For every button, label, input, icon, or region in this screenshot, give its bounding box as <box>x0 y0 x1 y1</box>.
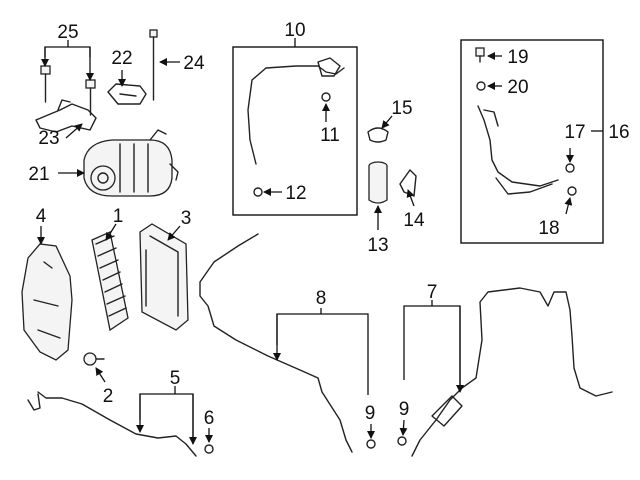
receiver-drier-13 <box>368 161 388 204</box>
callout-16: 16 <box>608 122 629 143</box>
hose-10-fitting <box>317 57 341 77</box>
callout-18: 18 <box>538 218 559 239</box>
bracket-22 <box>107 83 147 105</box>
shroud-4-detail <box>33 261 61 339</box>
callout-12: 12 <box>285 183 306 204</box>
washer-20 <box>476 81 486 91</box>
callout-6: 6 <box>204 408 215 429</box>
hose-16-lower <box>495 177 553 195</box>
ac-line-5-end <box>27 393 41 411</box>
callout-1: 1 <box>113 206 124 227</box>
callout-9-left: 9 <box>365 403 376 424</box>
bolt-19 <box>475 47 485 63</box>
callout-10: 10 <box>284 20 305 41</box>
cap-15 <box>367 127 389 143</box>
o-ring-6 <box>204 444 214 454</box>
o-ring-9-left <box>366 439 376 449</box>
ac-line-7 <box>411 287 613 457</box>
bolt-25-left <box>40 65 51 103</box>
o-ring-9-right <box>397 436 407 446</box>
callout-22: 22 <box>111 48 132 69</box>
callout-11: 11 <box>320 125 340 146</box>
radiator-3 <box>139 223 189 331</box>
callout-9-right: 9 <box>399 399 410 420</box>
condenser-1 <box>91 231 129 332</box>
callout-13: 13 <box>367 235 388 256</box>
callout-14: 14 <box>403 210 425 231</box>
hose-16 <box>477 105 559 187</box>
o-ring-12 <box>253 187 263 197</box>
callout-24: 24 <box>183 53 205 74</box>
o-ring-18 <box>567 186 577 196</box>
group-box-hose-16 <box>460 39 604 244</box>
bolt-24 <box>149 29 158 101</box>
callout-5: 5 <box>170 368 181 389</box>
callout-4: 4 <box>36 206 47 227</box>
hose-10 <box>247 65 345 165</box>
o-ring-17 <box>565 163 575 173</box>
callout-3: 3 <box>181 208 192 229</box>
ac-line-7-muffler <box>431 395 463 427</box>
ac-line-8 <box>199 233 353 453</box>
ac-line-5 <box>37 391 197 457</box>
callout-2: 2 <box>103 386 114 407</box>
o-ring-11 <box>321 92 331 102</box>
bolt-2 <box>83 352 105 366</box>
callout-19: 19 <box>507 47 528 68</box>
callout-17: 17 <box>564 122 585 143</box>
callout-7: 7 <box>427 282 438 303</box>
shroud-4 <box>21 243 73 361</box>
callout-15: 15 <box>391 98 412 119</box>
leader-lines <box>37 38 603 445</box>
bracket-14 <box>399 169 417 197</box>
callout-20: 20 <box>507 77 528 98</box>
callout-21: 21 <box>28 164 49 185</box>
compressor-21 <box>83 129 179 197</box>
bracket-23 <box>35 99 97 133</box>
callout-23: 23 <box>38 128 59 149</box>
callout-8: 8 <box>316 288 327 309</box>
callout-25: 25 <box>57 22 78 43</box>
